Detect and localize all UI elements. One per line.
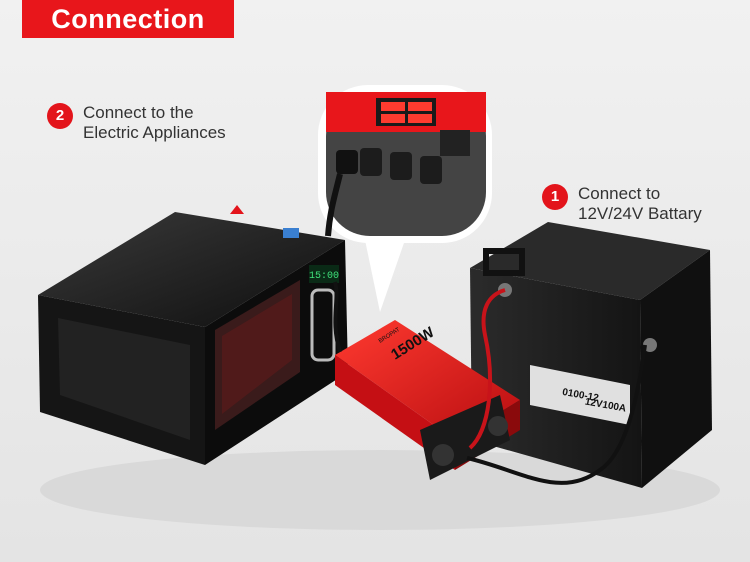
connection-banner: Connection: [22, 0, 234, 38]
banner-title: Connection: [51, 4, 205, 34]
step-number-badge: 2: [47, 103, 73, 129]
step-connect-battery: 1 Connect to 12V/24V Battary: [542, 184, 702, 224]
step-text: Connect to 12V/24V Battary: [578, 184, 702, 224]
microwave-display: 15:00: [309, 271, 339, 282]
step-line-2: 12V/24V Battary: [578, 204, 702, 223]
step-connect-appliances: 2 Connect to the Electric Appliances: [47, 103, 226, 143]
step-line-1: Connect to: [578, 184, 661, 203]
step-number-badge: 1: [542, 184, 568, 210]
zoom-callout: [318, 85, 492, 312]
step-line-2: Electric Appliances: [83, 123, 226, 142]
battery-image: 0100-12 12V100A: [470, 222, 712, 488]
step-line-1: Connect to the: [83, 103, 194, 122]
step-text: Connect to the Electric Appliances: [83, 103, 226, 143]
microwave-image: 15:00: [38, 205, 348, 465]
